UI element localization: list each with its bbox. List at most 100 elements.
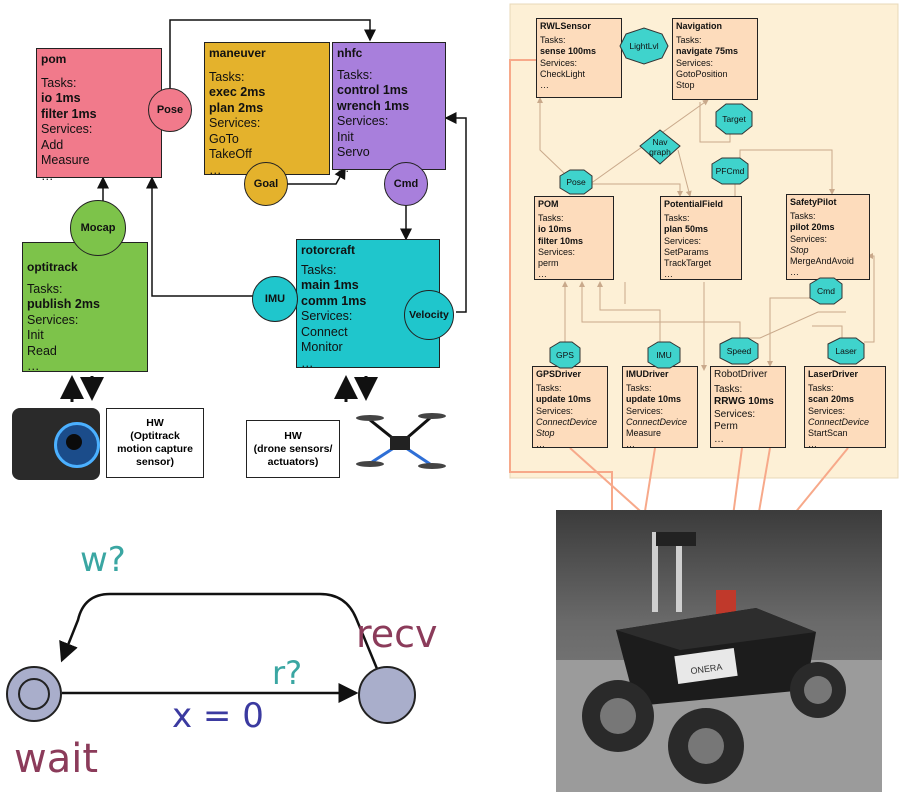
imudriver-line: Tasks: bbox=[626, 383, 652, 394]
rotorcraft-ellipsis: … bbox=[301, 355, 314, 370]
imu-port-shape bbox=[647, 341, 681, 369]
laserdriver-title: LaserDriver bbox=[808, 369, 859, 379]
gpsdriver-service: ConnectDevice bbox=[536, 416, 598, 427]
pom-right-title: POM bbox=[538, 199, 559, 209]
nhfc-service: Init bbox=[337, 129, 354, 144]
navigation-module: Navigation Tasks: navigate 75ms Services… bbox=[672, 18, 758, 100]
optitrack-line: Tasks: bbox=[27, 281, 63, 296]
potentialfield-task: plan 50ms bbox=[664, 224, 709, 235]
gpsdriver-title: GPSDriver bbox=[536, 369, 582, 379]
speed-port-shape bbox=[719, 337, 759, 365]
laserdriver-line: Services: bbox=[808, 405, 846, 416]
safetypilot-service: Stop bbox=[790, 244, 809, 255]
pfcmd-port: PFCmd bbox=[715, 166, 745, 176]
robotdriver-ellipsis: … bbox=[714, 433, 724, 445]
gpsdriver-service: Stop bbox=[536, 428, 555, 439]
hw-drone-line: actuators) bbox=[267, 455, 319, 468]
gpsdriver-task: update 10ms bbox=[536, 394, 592, 405]
rwlsensor-service: CheckLight bbox=[540, 68, 586, 79]
laserdriver-task: scan 20ms bbox=[808, 394, 855, 405]
robotdriver-title: RobotDriver bbox=[714, 369, 768, 380]
pom-task: io 1ms bbox=[41, 91, 81, 105]
laserdriver-module: LaserDriver Tasks: scan 20ms Services: C… bbox=[804, 366, 886, 450]
laserdriver-ellipsis: … bbox=[808, 439, 817, 450]
optitrack-service: Init bbox=[27, 328, 44, 342]
pfcmd-port-shape bbox=[711, 157, 749, 185]
potentialfield-title: PotentialField bbox=[664, 199, 724, 209]
maneuver-ellipsis: … bbox=[209, 162, 222, 177]
cmd-port-shape bbox=[809, 277, 843, 305]
gpsdriver-line: Tasks: bbox=[536, 383, 562, 394]
navgraph-port-shape bbox=[639, 129, 681, 165]
cmd-right-port: Cmd bbox=[817, 286, 835, 296]
maneuver-line: Services: bbox=[209, 116, 261, 130]
nhfc-task: wrench 1ms bbox=[337, 98, 410, 113]
laserdriver-line: Tasks: bbox=[808, 383, 834, 394]
rotorcraft-service: Connect bbox=[301, 324, 348, 339]
nhfc-ellipsis: … bbox=[337, 160, 350, 175]
potentialfield-ellipsis: … bbox=[664, 269, 673, 280]
nhfc-line: Services: bbox=[337, 114, 389, 128]
safetypilot-service: MergeAndAvoid bbox=[790, 256, 854, 267]
laserdriver-service: StartScan bbox=[808, 428, 848, 439]
hw-optitrack-line: (Optitrack bbox=[130, 430, 180, 442]
safetypilot-line: Services: bbox=[790, 233, 828, 244]
robotdriver-line: Services: bbox=[714, 408, 756, 420]
laser-port-shape bbox=[827, 337, 865, 365]
nhfc-title: nhfc bbox=[337, 46, 363, 60]
nhfc-module: nhfc Tasks: control 1ms wrench 1ms Servi… bbox=[332, 42, 446, 175]
robotdriver-task: RRWG 10ms bbox=[714, 396, 774, 407]
robot-photo: ONERA bbox=[556, 510, 882, 792]
gpsdriver-ellipsis: … bbox=[536, 439, 545, 450]
rotorcraft-task: main 1ms bbox=[301, 278, 359, 292]
pom-service: Measure bbox=[41, 153, 90, 167]
rotorcraft-line: Tasks: bbox=[301, 262, 337, 277]
safetypilot-ellipsis: … bbox=[790, 267, 799, 278]
maneuver-module: maneuver Tasks: exec 2ms plan 2ms Servic… bbox=[204, 42, 330, 177]
photo-brand: ONERA bbox=[690, 662, 723, 676]
velocity-port: Velocity bbox=[404, 290, 454, 340]
cmd-port: Cmd bbox=[384, 162, 428, 206]
target-port: Target bbox=[722, 114, 746, 124]
pom-right-line: Tasks: bbox=[538, 213, 564, 224]
rwlsensor-task: sense 100ms bbox=[540, 46, 597, 57]
laserdriver-service: ConnectDevice bbox=[808, 416, 870, 427]
state-label-wait: wait bbox=[14, 736, 99, 782]
rwlsensor-module: RWLSensor Tasks: sense 100ms Services: C… bbox=[536, 18, 622, 98]
maneuver-line: Tasks: bbox=[209, 69, 245, 84]
imudriver-service: Measure bbox=[626, 428, 662, 439]
navgraph-port-line: Nav bbox=[652, 137, 668, 147]
edge-label-x: x = 0 bbox=[172, 696, 264, 736]
goal-port: Goal bbox=[244, 162, 288, 206]
lightlvl-port-shape bbox=[619, 27, 669, 65]
rwlsensor-line: Tasks: bbox=[540, 35, 566, 46]
potentialfield-line: Services: bbox=[664, 235, 702, 246]
pom-right-ellipsis: … bbox=[538, 269, 547, 280]
nhfc-task: control 1ms bbox=[337, 83, 408, 97]
potentialfield-service: SetParams bbox=[664, 246, 709, 257]
safetypilot-task: pilot 20ms bbox=[790, 222, 835, 233]
speed-port: Speed bbox=[726, 346, 752, 356]
maneuver-service: GoTo bbox=[209, 131, 239, 146]
mocap-port: Mocap bbox=[70, 200, 126, 256]
lightlvl-port: LightLvl bbox=[629, 41, 659, 51]
navigation-line: Services: bbox=[676, 57, 714, 68]
hw-drone-line: HW bbox=[284, 429, 302, 442]
safetypilot-title: SafetyPilot bbox=[790, 197, 837, 207]
pom-title: pom bbox=[41, 52, 67, 66]
pom-service: Add bbox=[41, 137, 64, 152]
imudriver-service: ConnectDevice bbox=[626, 416, 688, 427]
imudriver-line: Services: bbox=[626, 405, 664, 416]
robotdriver-service: Perm bbox=[714, 421, 738, 432]
maneuver-task: exec 2ms bbox=[209, 85, 266, 99]
nhfc-line: Tasks: bbox=[337, 67, 373, 82]
edge-label-r: r? bbox=[272, 654, 303, 692]
pom-right-task: filter 10ms bbox=[538, 235, 584, 246]
imu-right-port: IMU bbox=[656, 350, 672, 360]
state-wait bbox=[6, 666, 62, 722]
pom-right-line: Services: bbox=[538, 246, 576, 257]
rotorcraft-service: Monitor bbox=[301, 340, 343, 354]
imudriver-ellipsis: … bbox=[626, 439, 635, 450]
imudriver-title: IMUDriver bbox=[626, 369, 669, 379]
